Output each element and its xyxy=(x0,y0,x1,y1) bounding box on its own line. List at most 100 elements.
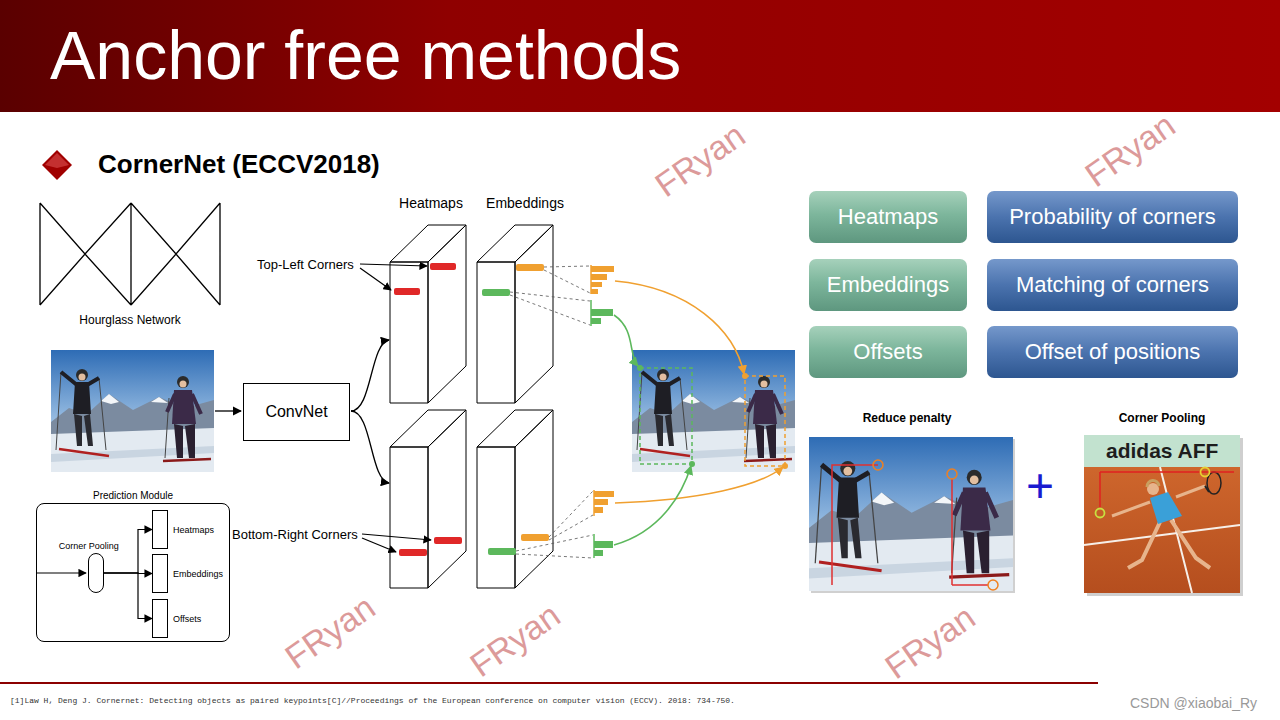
penalty-circle xyxy=(947,469,957,479)
meaning-box: Offset of positions xyxy=(987,326,1238,378)
corner-mark xyxy=(394,288,420,295)
corner-pooling-block: Corner Pooling xyxy=(88,553,104,593)
leader-arrow xyxy=(362,534,431,540)
embedding-glyph xyxy=(591,274,607,280)
label-holder: Corner Pooling xyxy=(1119,411,1206,425)
label-holder: Reduce penalty xyxy=(863,411,952,425)
grouping-curve xyxy=(615,281,744,374)
detection-box xyxy=(745,376,785,466)
callout-label: Top-Left Corners xyxy=(257,257,354,273)
leader-arrow xyxy=(360,264,427,266)
footer-rule xyxy=(0,682,1098,684)
embedding-glyph xyxy=(591,309,613,316)
node-text: Corner Pooling xyxy=(59,541,119,552)
embedding-glyph xyxy=(591,266,614,272)
label-holder: FRyan xyxy=(1077,105,1182,196)
node-text: Embeddings xyxy=(173,568,223,579)
player-dress xyxy=(1150,492,1182,524)
label-holder: FRyan xyxy=(462,595,567,686)
embedding-mark xyxy=(488,548,516,555)
connector xyxy=(104,573,152,619)
embedding-mark xyxy=(516,264,544,271)
text-holder: Offset of positions xyxy=(1025,339,1201,365)
label-holder: Top-Left Corners xyxy=(257,257,354,273)
text-holder: Embeddings xyxy=(827,272,949,298)
grouping-curve xyxy=(615,467,783,503)
embedding-mark xyxy=(521,534,549,541)
label-holder: Embeddings xyxy=(486,195,564,212)
callout-label: Bottom-Right Corners xyxy=(232,527,358,543)
label-holder: Hourglass Network xyxy=(79,313,180,327)
output-head-block: Heatmaps xyxy=(152,510,168,549)
embedding-glyph xyxy=(594,550,603,556)
node-text: Prediction Module xyxy=(37,490,229,502)
heatmap-slab xyxy=(390,410,466,588)
title-holder: Anchor free methods xyxy=(50,15,681,97)
label-holder: + xyxy=(1026,457,1054,515)
output-head-block: Embeddings xyxy=(152,554,168,593)
bullet-highlight xyxy=(45,153,69,168)
watermark: FRyan xyxy=(462,595,567,686)
hourglass-network xyxy=(40,203,220,305)
racket xyxy=(1205,486,1209,492)
pooling-line xyxy=(1099,472,1101,509)
label-holder: FRyan xyxy=(647,115,752,206)
corner-dot xyxy=(689,461,695,467)
figure-label: Hourglass Network xyxy=(79,313,180,327)
label-holder: CornerNet (ECCV2018) xyxy=(98,149,380,180)
node-text: Offsets xyxy=(173,613,201,624)
embedding-slab xyxy=(477,225,553,403)
player-legs xyxy=(1128,520,1210,568)
text-holder: Offsets xyxy=(173,613,201,624)
label-holder: FRyan xyxy=(277,587,382,678)
text-holder: Embeddings xyxy=(173,568,223,579)
grouping-curve xyxy=(614,466,691,545)
column-label: Heatmaps xyxy=(399,195,463,212)
figure-label: Reduce penalty xyxy=(863,411,952,425)
convnet-box: ConvNet xyxy=(243,383,350,441)
label-holder: CSDN @xiaobai_Ry xyxy=(1130,695,1257,712)
watermark: FRyan xyxy=(647,115,752,206)
module-input-arrow xyxy=(37,572,86,573)
projection-lines xyxy=(510,266,593,558)
reduce-penalty-photo xyxy=(809,437,1013,591)
plus-sign: + xyxy=(1026,457,1054,515)
input-photo xyxy=(51,350,214,472)
text-holder: Matching of corners xyxy=(1016,272,1209,298)
embedding-glyph xyxy=(594,491,614,497)
tennis-court xyxy=(1084,435,1240,593)
connector xyxy=(104,530,152,574)
text-holder: ConvNet xyxy=(265,402,327,421)
concept-box: Offsets xyxy=(809,326,967,378)
node-text: Matching of corners xyxy=(1016,272,1209,298)
meaning-box: Probability of corners xyxy=(987,191,1238,243)
text-holder: Offsets xyxy=(853,339,922,365)
node-text: Offset of positions xyxy=(1025,339,1201,365)
text-holder: Prediction Module xyxy=(37,490,229,502)
gt-box xyxy=(832,465,878,585)
text-holder: Heatmaps xyxy=(173,524,214,535)
watermark: FRyan xyxy=(277,587,382,678)
slide-title: Anchor free methods xyxy=(50,15,681,97)
reference: [1]Law H, Deng J. Cornernet: Detecting o… xyxy=(10,696,735,706)
output-photo xyxy=(632,350,795,472)
leader-arrow xyxy=(360,268,391,290)
corner-mark xyxy=(430,263,456,270)
corner-mark xyxy=(434,537,462,544)
embedding-slab xyxy=(477,410,553,588)
pooling-point xyxy=(1201,468,1210,477)
branch-arrow xyxy=(351,411,389,483)
text-holder: Probability of corners xyxy=(1009,204,1216,230)
column-label: Embeddings xyxy=(486,195,564,212)
figure-label: Corner Pooling xyxy=(1119,411,1206,425)
node-text: Offsets xyxy=(853,339,922,365)
label-holder: FRyan xyxy=(877,597,982,688)
detection-box xyxy=(640,368,692,464)
corner-dot xyxy=(742,373,748,379)
gt-box xyxy=(952,584,988,586)
leader-arrow xyxy=(362,538,396,552)
label-holder: Heatmaps xyxy=(399,195,463,212)
embedding-glyph xyxy=(594,507,603,513)
node-text: Heatmaps xyxy=(173,524,214,535)
